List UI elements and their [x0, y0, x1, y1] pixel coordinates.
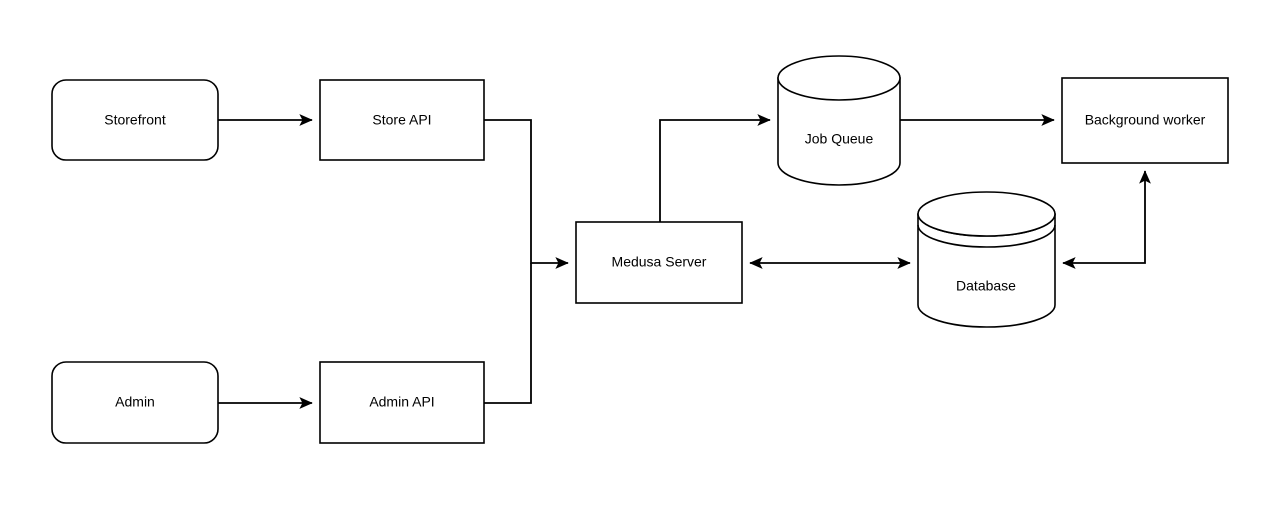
node-storefront[interactable]: Storefront [51, 79, 219, 161]
job-queue-top [777, 55, 901, 101]
job-queue-body [777, 77, 901, 186]
node-admin[interactable]: Admin [51, 361, 219, 444]
background-worker-shape [1061, 77, 1229, 164]
background-worker-label: Background worker [1085, 112, 1206, 128]
node-admin-api[interactable]: Admin API [319, 361, 485, 444]
edge-store-api-to-medusa-server [484, 119, 569, 269]
storefront-shape [51, 79, 219, 161]
store-api-shape [319, 79, 485, 161]
admin-api-shape [319, 361, 485, 444]
storefront-label: Storefront [104, 112, 166, 128]
node-database[interactable]: Database [917, 191, 1056, 328]
database-body [917, 213, 1056, 328]
store-api-label: Store API [372, 112, 431, 128]
edge-admin-api-to-medusa-server [484, 263, 532, 404]
database-disc-line-2 [917, 224, 1056, 248]
database-label: Database [956, 278, 1016, 294]
node-job-queue[interactable]: Job Queue [777, 55, 901, 186]
node-background-worker[interactable]: Background worker [1061, 77, 1229, 164]
database-top [917, 191, 1056, 237]
medusa-server-label: Medusa Server [612, 254, 707, 270]
node-medusa-server[interactable]: Medusa Server [575, 221, 743, 304]
admin-api-label: Admin API [369, 394, 434, 410]
edge-background-worker-to-database [1062, 170, 1151, 269]
edge-medusa-server-to-job-queue [659, 114, 771, 222]
medusa-server-shape [575, 221, 743, 304]
admin-label: Admin [115, 394, 155, 410]
node-store-api[interactable]: Store API [319, 79, 485, 161]
job-queue-label: Job Queue [805, 131, 874, 147]
admin-shape [51, 361, 219, 444]
